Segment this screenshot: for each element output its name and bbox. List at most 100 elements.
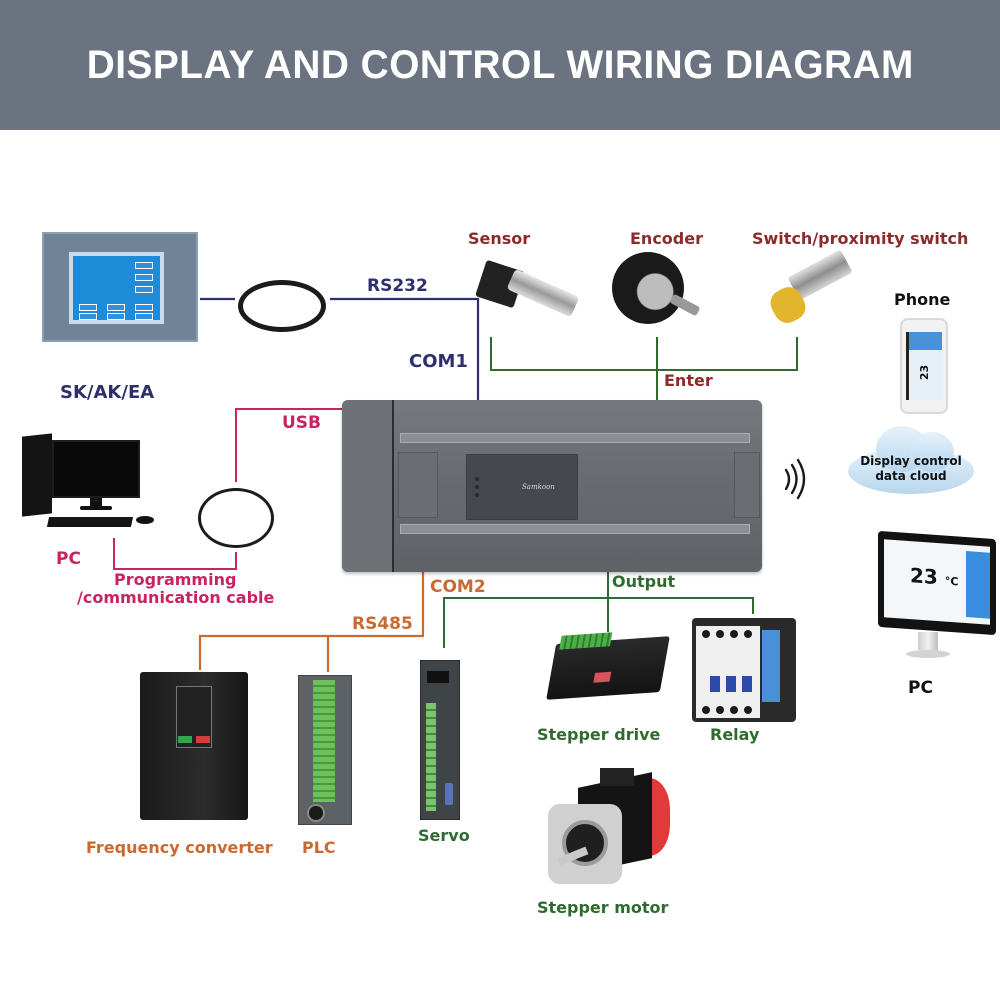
sensor-label: Sensor <box>468 229 531 248</box>
relay-screw <box>702 630 710 638</box>
wireless-arc-1 <box>784 468 791 491</box>
controller-right-slot <box>734 452 760 518</box>
relay-contactor-device <box>692 618 796 722</box>
encoder-label: Encoder <box>630 229 703 248</box>
status-led <box>475 477 479 481</box>
pc-right-screen: 23 °C <box>884 539 990 625</box>
pc-right-monitor-foot <box>906 650 950 658</box>
rs485-label: RS485 <box>352 614 413 634</box>
phone-screen-header <box>909 332 942 350</box>
servo-drive-device <box>420 660 460 820</box>
hmi-screen-button <box>135 313 153 320</box>
wireless-arc-3 <box>796 458 806 500</box>
servo-db-connector <box>445 783 453 805</box>
plc-device <box>298 675 352 825</box>
motor-terminal-box <box>600 768 634 786</box>
com1-label: COM1 <box>409 351 468 372</box>
pc-monitor-stand <box>90 498 102 508</box>
pc-right-temp-unit: °C <box>944 574 959 589</box>
hmi-model-label: SK/AK/EA <box>60 382 155 403</box>
relay-blue-tab <box>742 676 752 692</box>
pc-right-temperature: 23 °C <box>910 563 958 590</box>
hmi-screen-button <box>135 274 153 281</box>
relay-screw <box>716 630 724 638</box>
stepper-motor-label: Stepper motor <box>537 898 669 917</box>
pc-monitor <box>52 440 140 498</box>
controller-brand: Samkoon <box>522 483 555 491</box>
pc-right-monitor: 23 °C <box>878 530 996 636</box>
stepper-drive-switch <box>593 671 612 683</box>
stepper-drive-terminal <box>559 632 613 650</box>
phone-screen: 23 <box>906 332 942 400</box>
status-led <box>475 493 479 497</box>
plc-port <box>307 804 325 822</box>
relay-screw <box>702 706 710 714</box>
pc-right-temp-value: 23 <box>910 563 938 590</box>
programming-cable-label-line1: Programming <box>114 570 237 589</box>
usb-cable-image <box>198 488 274 548</box>
pc-keyboard <box>46 517 134 527</box>
vfd-run-button <box>178 736 192 743</box>
motor-hub <box>562 820 608 866</box>
usb-label: USB <box>282 413 322 433</box>
phone-temperature: 23 <box>918 364 932 381</box>
relay-screw <box>716 706 724 714</box>
wireless-signal-icon <box>784 458 806 500</box>
relay-face <box>696 626 760 718</box>
data-cloud: Display control data cloud <box>848 422 974 494</box>
pc-left-label: PC <box>56 549 81 569</box>
cloud-label-line1: Display control <box>860 454 962 468</box>
programming-cable-label-line2: /communication cable <box>77 588 275 607</box>
pressure-sensor-body <box>506 268 580 318</box>
relay-blue-tab <box>726 676 736 692</box>
relay-screw <box>744 630 752 638</box>
phone-label: Phone <box>894 290 951 309</box>
vfd-stop-button <box>196 736 210 743</box>
hmi-screen-button <box>135 286 153 293</box>
stepper-motor-device <box>548 768 672 892</box>
hmi-screen-button <box>79 313 97 320</box>
pc-mouse <box>136 516 154 524</box>
stepper-drive-device <box>546 632 670 700</box>
servo-terminal-block <box>426 703 436 811</box>
plc-label: PLC <box>302 838 336 857</box>
page-title: DISPLAY AND CONTROL WIRING DIAGRAM <box>86 42 914 87</box>
pc-right-monitor-neck <box>918 632 938 654</box>
controller-endcap <box>342 400 394 572</box>
com2-label: COM2 <box>430 577 486 597</box>
input-bus <box>490 337 798 371</box>
frequency-converter-label: Frequency converter <box>86 838 273 857</box>
phone-device: 23 <box>900 318 948 414</box>
hmi-touchscreen <box>42 232 198 342</box>
relay-blue-tab <box>710 676 720 692</box>
pc-right-label: PC <box>908 678 933 698</box>
hmi-screen-button <box>135 304 153 311</box>
hmi-screen <box>69 252 164 324</box>
relay-screw <box>730 630 738 638</box>
controller-left-slot <box>398 452 438 518</box>
enter-label: Enter <box>664 371 713 390</box>
relay-side-label <box>762 630 780 702</box>
controller-output-terminal <box>400 524 750 534</box>
rs232-cable-image <box>238 280 326 332</box>
hmi-screen-button <box>135 262 153 269</box>
status-led <box>475 485 479 489</box>
servo-display <box>427 671 449 683</box>
rs232-label: RS232 <box>367 276 428 296</box>
pc-monitor-base <box>80 506 112 510</box>
relay-label: Relay <box>710 725 760 744</box>
display-controller-unit: Samkoon <box>342 400 762 572</box>
cloud-label: Display control data cloud <box>848 454 974 484</box>
controller-status-panel: Samkoon <box>466 454 578 520</box>
hmi-screen-button <box>79 304 97 311</box>
wireless-arc-2 <box>790 463 798 495</box>
header-banner: DISPLAY AND CONTROL WIRING DIAGRAM <box>0 0 1000 130</box>
servo-label: Servo <box>418 826 470 845</box>
frequency-converter-device <box>140 672 248 820</box>
rotary-encoder <box>612 252 684 324</box>
plc-terminal-block <box>313 680 335 802</box>
relay-screw <box>730 706 738 714</box>
output-label: Output <box>612 572 676 591</box>
pc-right-screen-sidebar <box>966 551 990 619</box>
relay-screw <box>744 706 752 714</box>
